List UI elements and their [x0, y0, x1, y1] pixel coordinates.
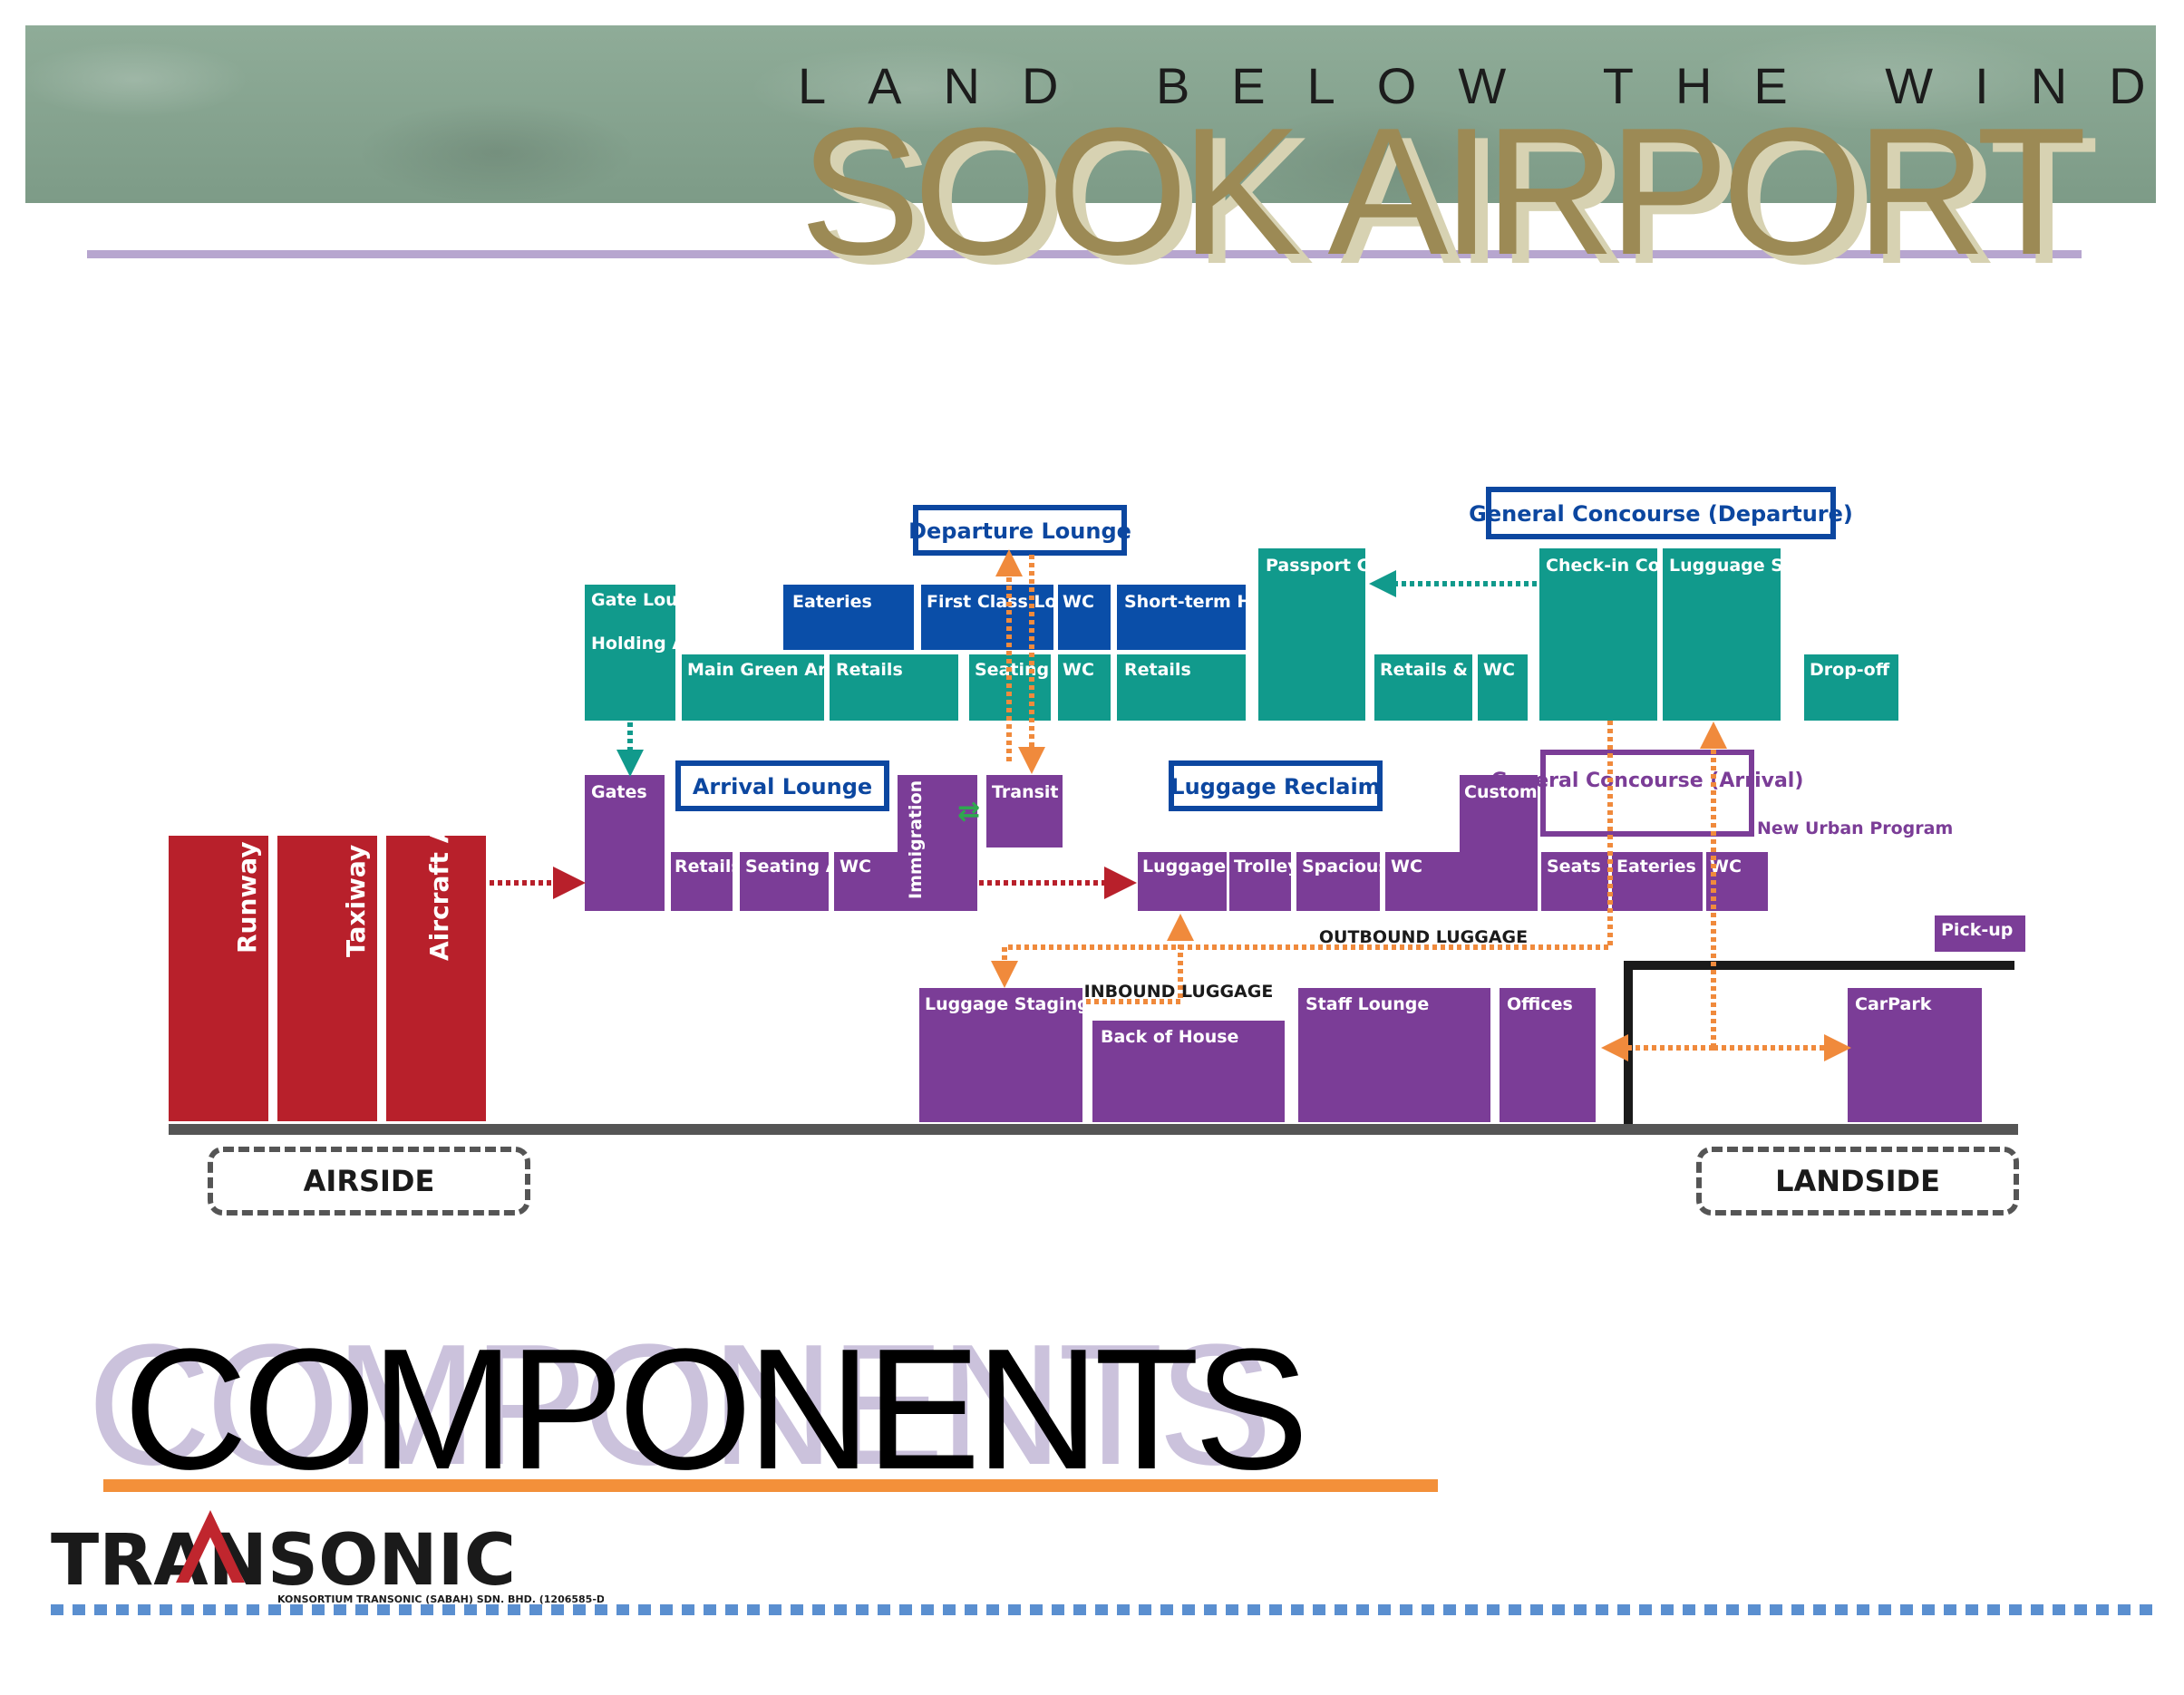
retails-departure-block: Retails [830, 654, 958, 721]
luggage-reclaim-header: Luggage Reclaim [1169, 760, 1383, 811]
svg-text:Retails: Retails [836, 660, 903, 680]
svg-text:Retails: Retails [675, 857, 742, 877]
svg-text:Holding Areas: Holding Areas [591, 634, 727, 654]
transonic-logo: TRANSONIC KONSORTIUM TRANSONIC (SABAH) S… [51, 1510, 604, 1605]
svg-text:Custom Control: Custom Control [1464, 782, 1615, 802]
taxiway-label: Taxiway [341, 845, 371, 957]
svg-text:Back of House: Back of House [1101, 1027, 1238, 1047]
landside-zone-label: LANDSIDE [1696, 1147, 2019, 1216]
logo-triangle-mark [176, 1510, 245, 1583]
wc-concourse-arrival-block: WC [1706, 852, 1768, 911]
transit-lounge-block: Transit Lounge [986, 775, 1136, 848]
wc-arrival-block: WC [834, 852, 898, 911]
svg-text:Pick-up: Pick-up [1941, 920, 2013, 940]
svg-text:CarPark: CarPark [1855, 994, 1932, 1014]
svg-text:Transit Lounge: Transit Lounge [992, 782, 1136, 802]
aircraft-apron-block: Aircraft Apron [386, 758, 486, 1121]
svg-text:Gate Lounge: Gate Lounge [591, 590, 714, 610]
ground-line [169, 1124, 2018, 1135]
new-urban-program-label: New Urban Program [1757, 818, 1953, 838]
custom-control-block: Custom Control [1460, 775, 1615, 911]
svg-text:WC: WC [840, 857, 871, 877]
section-divider [103, 1479, 1438, 1492]
inbound-luggage-label: INBOUND LUGGAGE [1084, 982, 1274, 1002]
departure-lounge-header: Departure Lounge [908, 505, 1131, 556]
svg-text:Offices: Offices [1507, 994, 1573, 1014]
svg-text:Passport Controls: Passport Controls [1266, 556, 1438, 576]
svg-text:Short-term Hotel: Short-term Hotel [1124, 592, 1289, 612]
runway-block: Runway [169, 836, 268, 1121]
header-divider [87, 250, 2082, 258]
inbound-luggage-arrow [1086, 914, 1194, 1004]
svg-text:General Concourse (Departure): General Concourse (Departure) [1469, 501, 1853, 527]
section-title-shadow: COMPONENTS [87, 1309, 1273, 1501]
wc-concourse-block: WC [1478, 654, 1528, 721]
wc-departure-block-2: WC [1058, 654, 1111, 721]
svg-text:Immigration: Immigration [906, 780, 926, 899]
offices-block: Offices [1500, 988, 1596, 1122]
airside-zone-label: AIRSIDE [208, 1147, 530, 1216]
luggage-staging-area-block: Luggage Staging Area [919, 988, 1141, 1122]
carpark-block: CarPark [1848, 988, 1982, 1122]
gate-lounge-block: Gate Lounge Holding Areas [585, 585, 727, 721]
eateries-arrival-block: Eateries [1612, 852, 1703, 911]
title-shadow: SOOK AIRPORT [812, 100, 2100, 302]
svg-text:LANDSIDE: LANDSIDE [1775, 1164, 1940, 1198]
pick-up-block: Pick-up [1935, 915, 2025, 952]
svg-text:Seats: Seats [1547, 857, 1601, 877]
svg-text:Eateries: Eateries [1616, 857, 1696, 877]
general-concourse-departure-header: General Concourse (Departure) [1469, 487, 1853, 539]
svg-text:AIRSIDE: AIRSIDE [304, 1164, 435, 1198]
svg-text:WC: WC [1063, 592, 1094, 612]
back-of-house-block: Back of House [1092, 1021, 1285, 1122]
svg-text:Eateries: Eateries [792, 592, 872, 612]
aircraft-apron-label: Aircraft Apron [424, 758, 454, 961]
svg-text:WC: WC [1391, 857, 1422, 877]
svg-text:General Concourse (Arrival): General Concourse (Arrival) [1491, 770, 1804, 792]
footer-dotted-rule [51, 1604, 2154, 1615]
landside-boundary [1624, 961, 2014, 1124]
short-term-hotel-block: Short-term Hotel [1117, 585, 1289, 650]
luggage-scan-area-block: Lugguage Scan Area [1663, 548, 1869, 721]
svg-text:KONSORTIUM TRANSONIC (SABAH) S: KONSORTIUM TRANSONIC (SABAH) SDN. BHD. (… [277, 1593, 604, 1605]
main-green-area-block: Main Green Area [682, 654, 849, 721]
svg-text:Gates: Gates [591, 782, 647, 802]
svg-text:Retails: Retails [1124, 660, 1191, 680]
outbound-luggage-label: OUTBOUND LUGGAGE [1319, 927, 1528, 947]
tagline: LAND BELOW THE WIND [798, 57, 2184, 114]
arrival-lounge-header: Arrival Lounge [675, 760, 889, 811]
svg-text:Arrival Lounge: Arrival Lounge [693, 774, 872, 799]
svg-text:Drop-off: Drop-off [1810, 660, 1890, 680]
wc-departure-block: WC [1058, 585, 1111, 650]
taxiway-block: Taxiway [277, 836, 377, 1121]
retails-arrival-block: Retails [671, 852, 742, 911]
drop-off-block: Drop-off [1804, 654, 1898, 721]
svg-text:Staff Lounge: Staff Lounge [1306, 994, 1429, 1014]
svg-text:Departure Lounge: Departure Lounge [908, 518, 1131, 544]
staff-lounge-block: Staff Lounge [1298, 988, 1490, 1122]
svg-text:WC: WC [1483, 660, 1515, 680]
svg-text:WC: WC [1063, 660, 1094, 680]
gates-block: Gates [585, 775, 665, 911]
wc-reclaim-block: WC [1385, 852, 1460, 911]
retails-departure-block-2: Retails [1117, 654, 1246, 721]
svg-text:TRANSONIC: TRANSONIC [51, 1520, 516, 1602]
svg-text:Lugguage Scan Area: Lugguage Scan Area [1669, 556, 1869, 576]
general-concourse-arrival-header: General Concourse (Arrival) [1491, 750, 1804, 837]
eateries-departure-block: Eateries [783, 585, 914, 650]
section-title: COMPONENTS [123, 1313, 1309, 1506]
svg-text:Main Green Area: Main Green Area [687, 660, 849, 680]
svg-text:WC: WC [1710, 857, 1742, 877]
transfer-icon: ⇄ [957, 796, 980, 828]
immigration-block: Immigration [898, 775, 977, 911]
header-banner [25, 25, 2156, 203]
runway-label: Runway [232, 841, 262, 954]
seats-block: Seats [1541, 852, 1608, 911]
svg-text:Luggage Reclaim: Luggage Reclaim [1170, 774, 1380, 799]
page-title: SOOK AIRPORT [800, 91, 2087, 293]
